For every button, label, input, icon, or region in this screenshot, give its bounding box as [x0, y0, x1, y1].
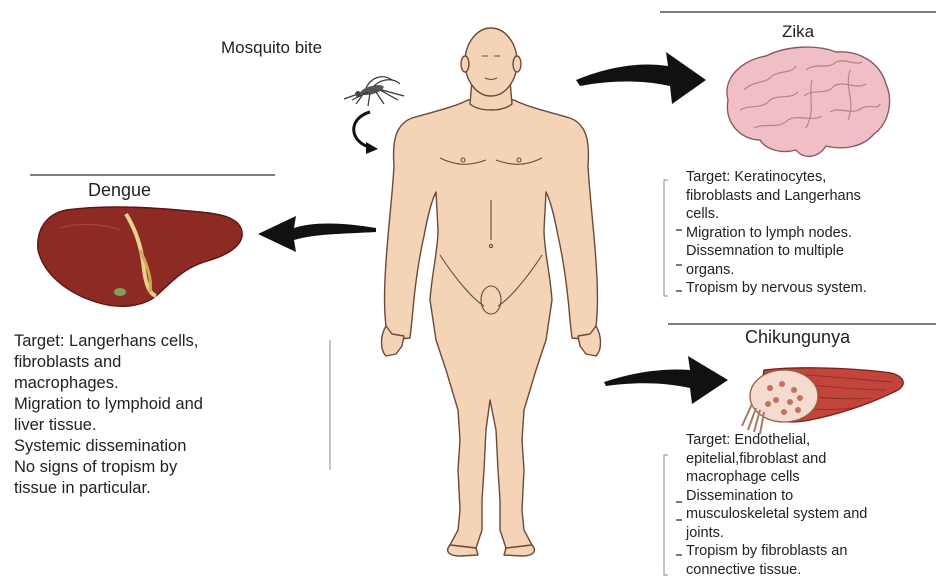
dengue-line: fibroblasts and	[14, 352, 203, 373]
bullet-dashes	[676, 230, 682, 555]
liver-illustration	[38, 207, 242, 306]
zika-line: Target: Keratinocytes,	[686, 168, 867, 187]
chikungunya-line: Target: Endothelial,	[686, 431, 867, 450]
human-body-illustration	[382, 28, 601, 556]
zika-line: Migration to lymph nodes.	[686, 224, 867, 243]
dengue-description: Target: Langerhans cells, fibroblasts an…	[14, 331, 203, 499]
mosquito-icon	[344, 77, 404, 106]
zika-line: cells.	[686, 205, 867, 224]
dengue-line: tissue in particular.	[14, 478, 203, 499]
chikungunya-line: epitelial,fibroblast and	[686, 450, 867, 469]
dengue-line: macrophages.	[14, 373, 203, 394]
chikungunya-title: Chikungunya	[745, 327, 850, 348]
zika-line: fibroblasts and Langerhans	[686, 187, 867, 206]
chikungunya-line: Dissemination to	[686, 487, 867, 506]
dengue-line: No signs of tropism by	[14, 457, 203, 478]
chikungunya-line: musculoskeletal system and	[686, 505, 867, 524]
chikungunya-line: macrophage cells	[686, 468, 867, 487]
muscle-illustration	[742, 368, 903, 434]
dengue-line: Target: Langerhans cells,	[14, 331, 203, 352]
dengue-line: liver tissue.	[14, 415, 203, 436]
chikungunya-line: joints.	[686, 524, 867, 543]
arrow-to-dengue	[258, 216, 376, 252]
bite-curved-arrow	[354, 112, 378, 154]
zika-line: organs.	[686, 261, 867, 280]
chikungunya-line: connective tissue.	[686, 561, 867, 580]
zika-line: Tropism by nervous system.	[686, 279, 867, 298]
zika-description: Target: Keratinocytes, fibroblasts and L…	[686, 168, 867, 298]
arrow-to-chikungunya	[604, 356, 728, 404]
chikungunya-description: Target: Endothelial, epitelial,fibroblas…	[686, 431, 867, 579]
dengue-line: Systemic dissemination	[14, 436, 203, 457]
zika-line: Dissemnation to multiple	[686, 242, 867, 261]
chikungunya-line: Tropism by fibroblasts an	[686, 542, 867, 561]
arrow-to-zika	[576, 52, 706, 104]
mosquito-bite-label: Mosquito bite	[221, 38, 322, 58]
dengue-title: Dengue	[88, 180, 151, 201]
dengue-line: Migration to lymphoid and	[14, 394, 203, 415]
brain-illustration	[727, 47, 890, 156]
zika-title: Zika	[782, 22, 814, 42]
